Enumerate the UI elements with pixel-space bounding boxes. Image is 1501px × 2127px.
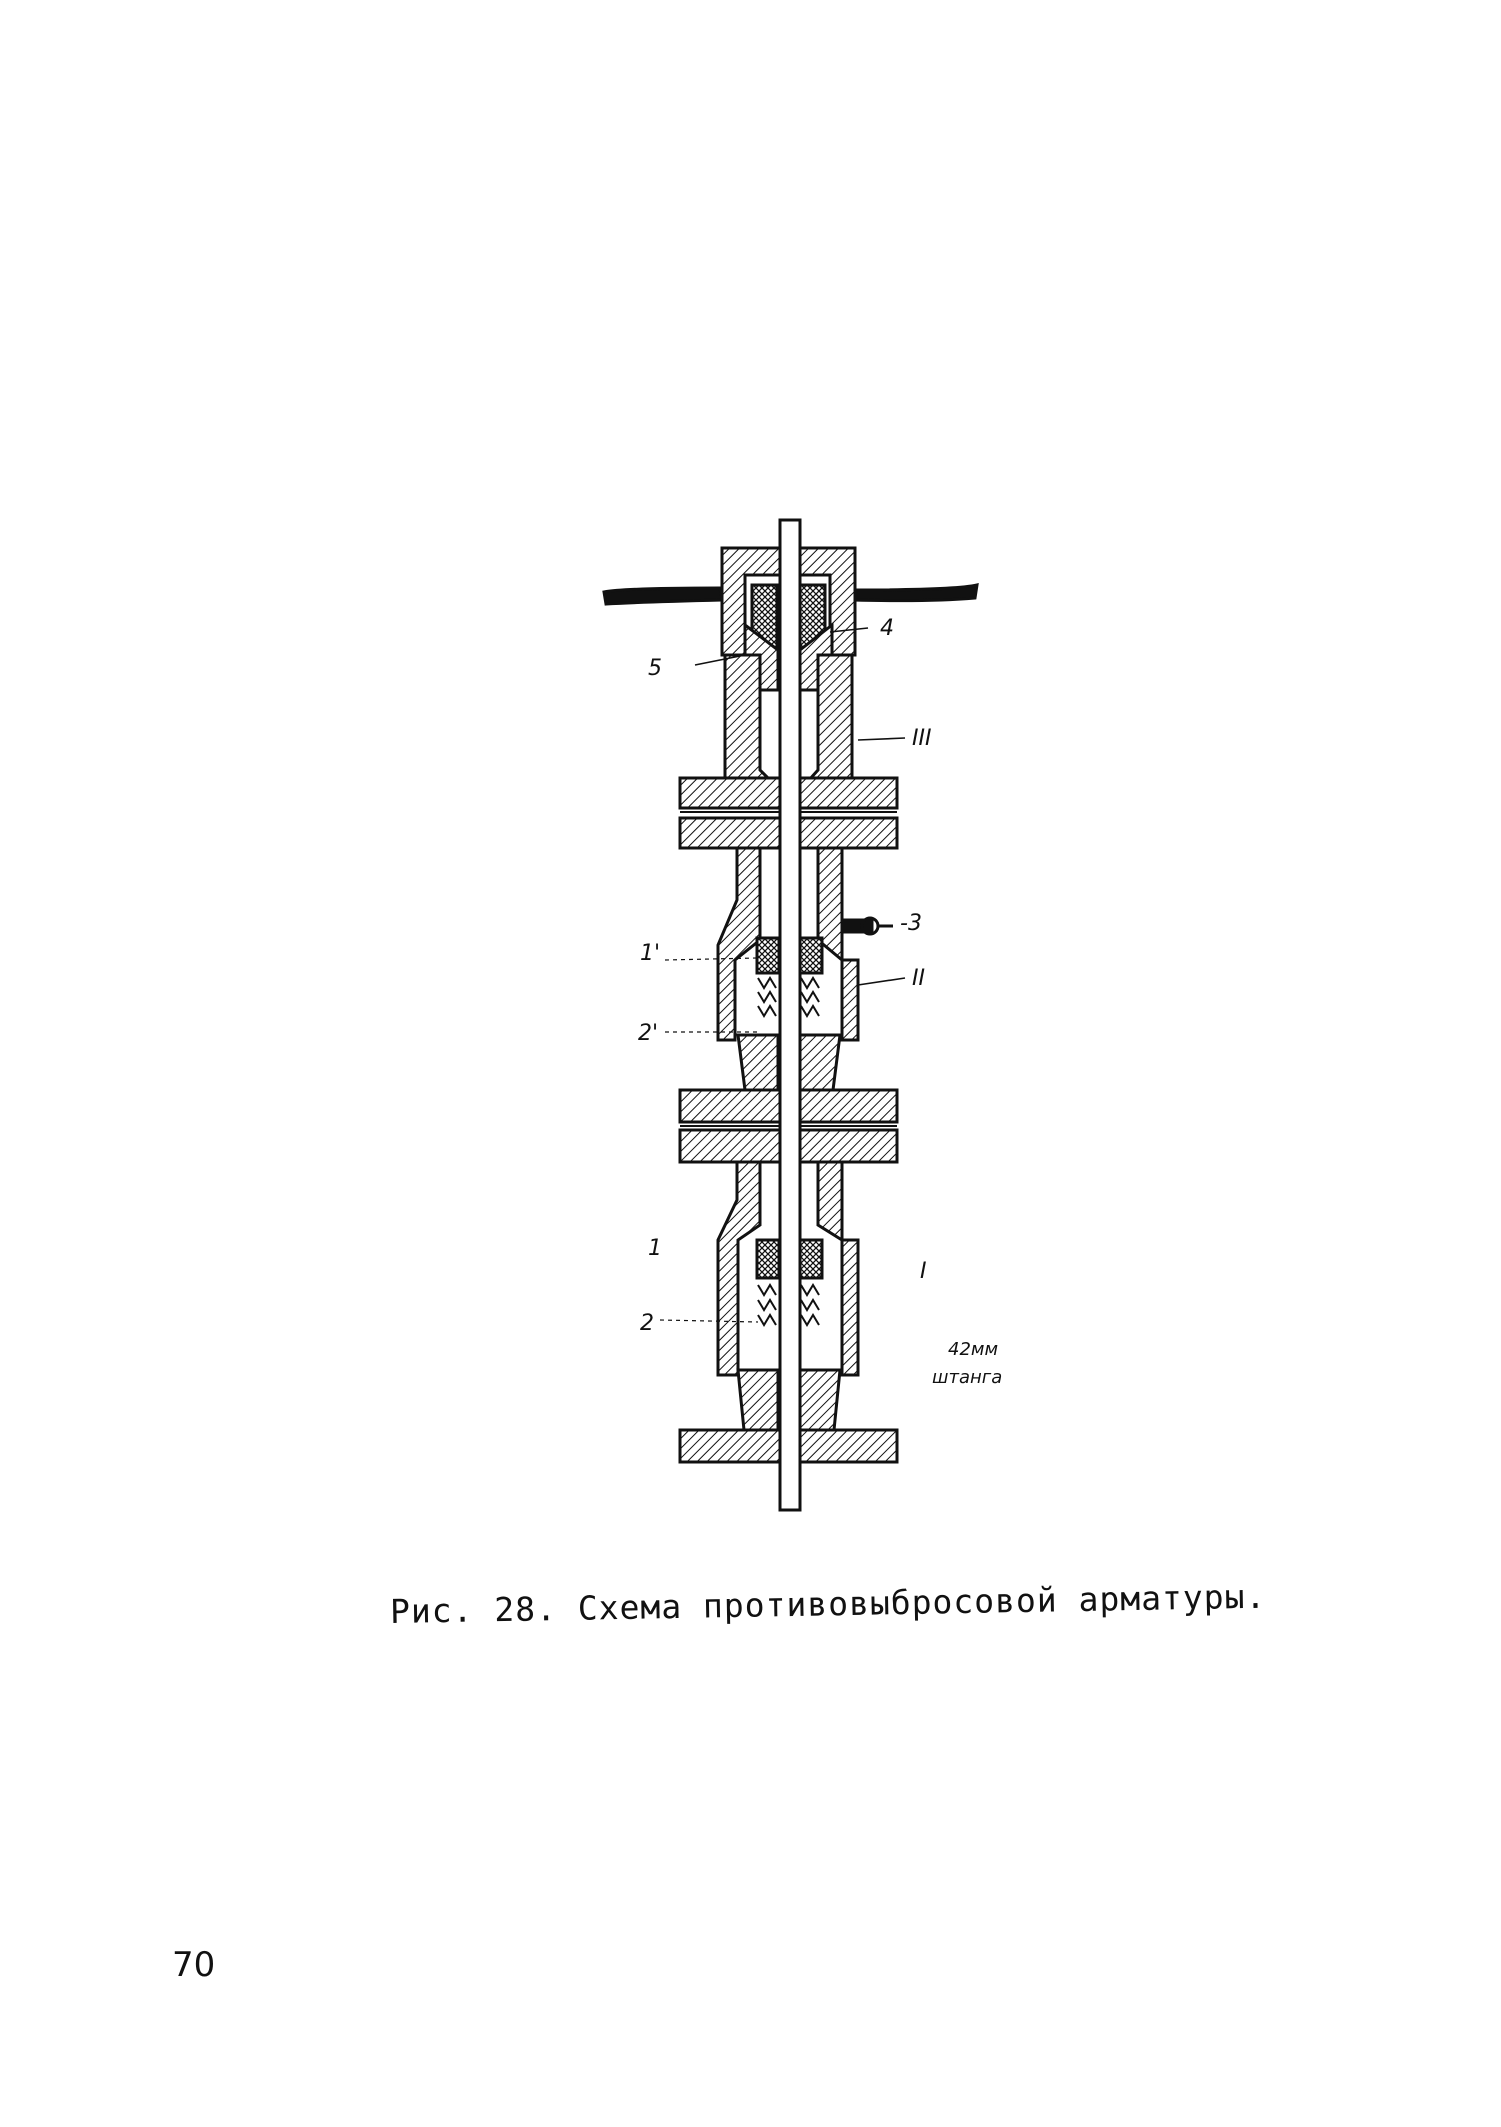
seat-upper-right	[798, 1033, 842, 1092]
body-II-right	[816, 846, 860, 1042]
spring-lower-left	[757, 1283, 777, 1327]
handle-left	[602, 586, 724, 606]
spring-lower-right	[800, 1283, 820, 1327]
body-I-left	[716, 1160, 762, 1377]
ram-packing-lower-right	[798, 1238, 824, 1280]
spring-upper-left	[757, 976, 777, 1018]
label-part-1-prime: 1'	[640, 941, 660, 966]
label-section-II: II	[912, 966, 925, 991]
label-rod-size: 42мм	[948, 1339, 998, 1360]
body-I-right	[816, 1160, 860, 1377]
label-section-III: III	[912, 726, 931, 751]
ram-packing-upper-right	[798, 936, 824, 975]
spring-upper-right	[800, 976, 820, 1018]
body-II-left	[716, 846, 762, 1042]
label-section-I: I	[920, 1259, 927, 1284]
label-part-4: 4	[880, 616, 894, 641]
ram-packing-lower-left	[755, 1238, 781, 1280]
label-part-3: -3	[900, 911, 922, 936]
ram-packing-upper-left	[755, 936, 781, 975]
handle-right	[851, 583, 979, 603]
label-part-5: 5	[648, 656, 662, 681]
side-fitting-3	[840, 918, 874, 934]
page-number: 70	[172, 1945, 216, 1985]
label-rod-name: штанга	[932, 1367, 1002, 1388]
central-rod	[778, 518, 802, 1512]
seat-upper-left	[736, 1033, 780, 1092]
label-part-1: 1	[648, 1236, 662, 1261]
label-part-2-prime: 2'	[638, 1021, 658, 1046]
label-part-2: 2	[640, 1311, 654, 1336]
